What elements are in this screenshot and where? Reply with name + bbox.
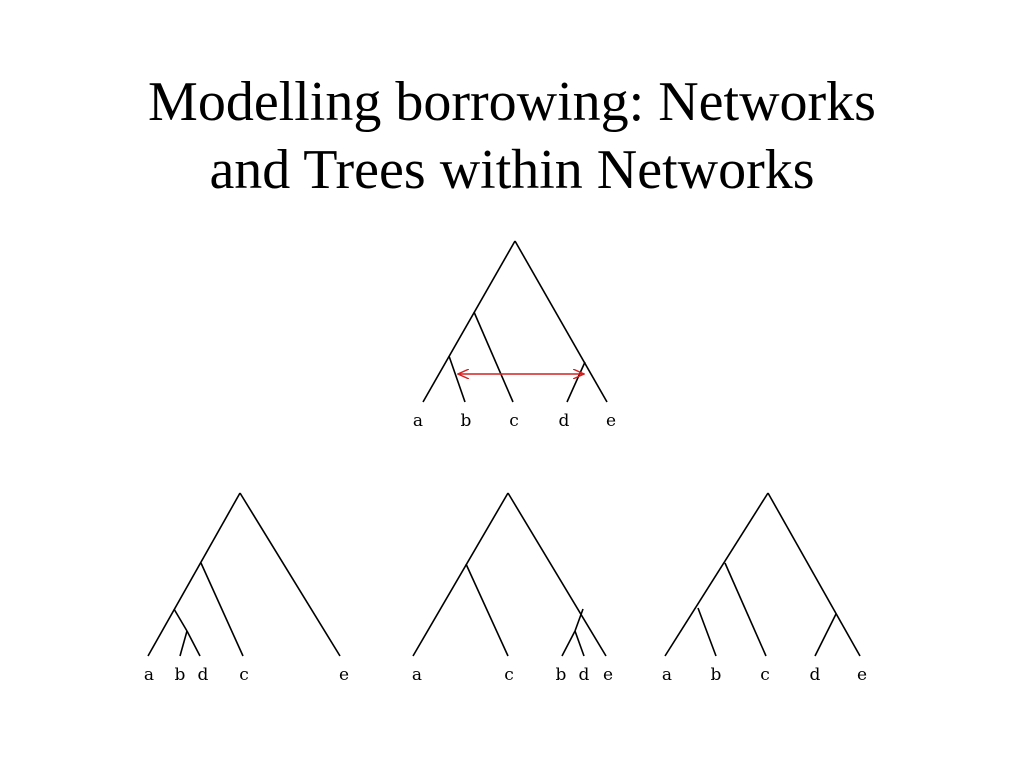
tree-1	[147, 492, 341, 657]
network-leaf-e: e	[606, 411, 616, 431]
tree3-edge-root-a	[664, 492, 769, 657]
network-tree	[422, 240, 608, 403]
tree3-edge-root-e	[767, 492, 861, 657]
tree2-edge-node-c	[465, 563, 509, 657]
tree1-leaf-1: a	[144, 665, 154, 685]
title-line-1: Modelling borrowing: Networks	[148, 71, 876, 133]
tree3-leaf-3: c	[760, 665, 770, 685]
tree1-edge-b	[179, 630, 188, 657]
network-leaf-labels: a b c d e	[413, 411, 616, 431]
tree1-edge-root-e	[239, 492, 341, 657]
tree3-edge-node-c	[724, 562, 767, 657]
tree2-edge-node-bd	[574, 608, 584, 632]
tree1-leaf-3: d	[198, 665, 209, 685]
tree2-leaf-5: e	[603, 665, 613, 685]
tree1-edge-root-a	[147, 492, 241, 657]
edge-root-a	[422, 240, 516, 403]
tree1-edge-d	[186, 630, 201, 657]
tree2-leaf-4: d	[579, 665, 590, 685]
tree1-leaf-2: b	[175, 665, 186, 685]
network-leaf-a: a	[413, 411, 423, 431]
tree3-leaf-5: e	[857, 665, 867, 685]
edge-node-c	[473, 311, 514, 403]
network-leaf-c: c	[509, 411, 519, 431]
edge-root-e	[514, 240, 608, 403]
tree1-leaf-5: e	[339, 665, 349, 685]
edge-node-d	[566, 361, 586, 403]
network-leaf-d: d	[559, 411, 570, 431]
tree-3	[664, 492, 861, 657]
tree3-leaf-1: a	[662, 665, 672, 685]
tree2-edge-root-e	[507, 492, 607, 657]
tree3-leaf-labels: a b c d e	[662, 665, 867, 685]
edge-node-b	[448, 355, 466, 403]
tree2-leaf-1: a	[412, 665, 422, 685]
tree2-edge-root-a	[412, 492, 509, 657]
tree3-leaf-2: b	[711, 665, 722, 685]
tree2-leaf-2: c	[504, 665, 514, 685]
tree3-leaf-4: d	[810, 665, 821, 685]
tree2-leaf-labels: a c b d e	[412, 665, 613, 685]
tree2-edge-d	[574, 630, 585, 657]
tree1-edge-node-c	[200, 562, 244, 657]
tree2-leaf-3: b	[556, 665, 567, 685]
title-line-2: and Trees within Networks	[209, 139, 815, 201]
tree1-edge-node-bd	[173, 608, 188, 632]
tree1-leaf-4: c	[239, 665, 249, 685]
slide-title: Modelling borrowing: Networks and Trees …	[0, 68, 1024, 204]
tree3-edge-node-b	[697, 607, 717, 657]
tree3-edge-node-d	[814, 613, 837, 657]
network-leaf-b: b	[461, 411, 472, 431]
tree2-edge-b	[561, 630, 576, 657]
tree-2	[412, 492, 607, 657]
tree1-leaf-labels: a b d c e	[144, 665, 349, 685]
